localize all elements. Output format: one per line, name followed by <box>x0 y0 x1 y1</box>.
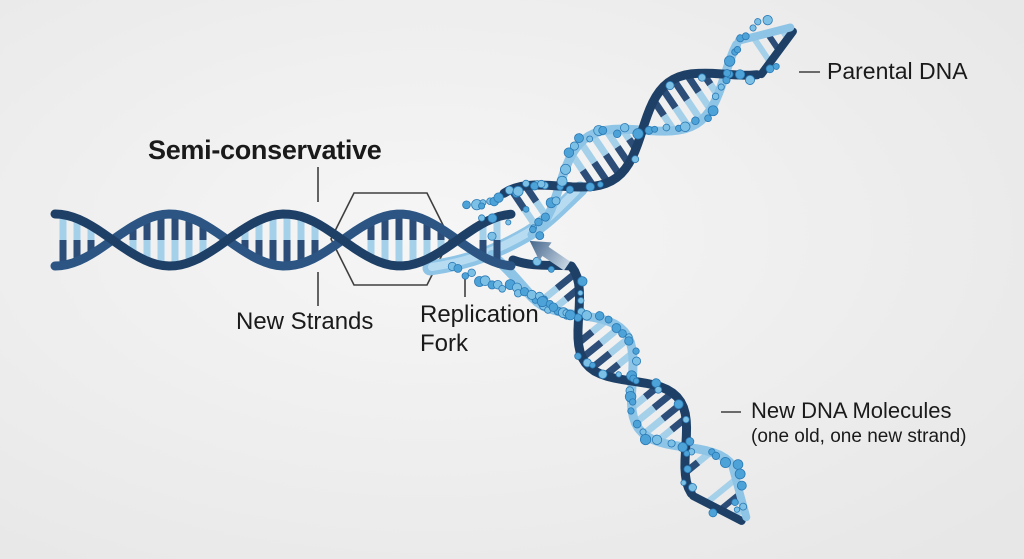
free-nucleotide-beads <box>447 179 576 321</box>
parental-dna-helix <box>50 209 516 271</box>
label-new-dna-molecules: New DNA Molecules (one old, one new stra… <box>751 398 991 449</box>
label-new-dna-molecules-main: New DNA Molecules <box>751 398 952 423</box>
label-parental-dna: Parental DNA <box>827 58 968 84</box>
new-dna-upper-branch <box>499 15 797 240</box>
title-semi-conservative: Semi-conservative <box>148 135 382 165</box>
label-replication-fork: Replication Fork <box>420 301 539 358</box>
label-new-dna-molecules-sub: (one old, one new strand) <box>751 426 967 448</box>
replication-direction-arrow <box>529 240 571 271</box>
new-dna-lower-branch <box>528 261 751 525</box>
label-new-strands: New Strands <box>236 308 374 335</box>
